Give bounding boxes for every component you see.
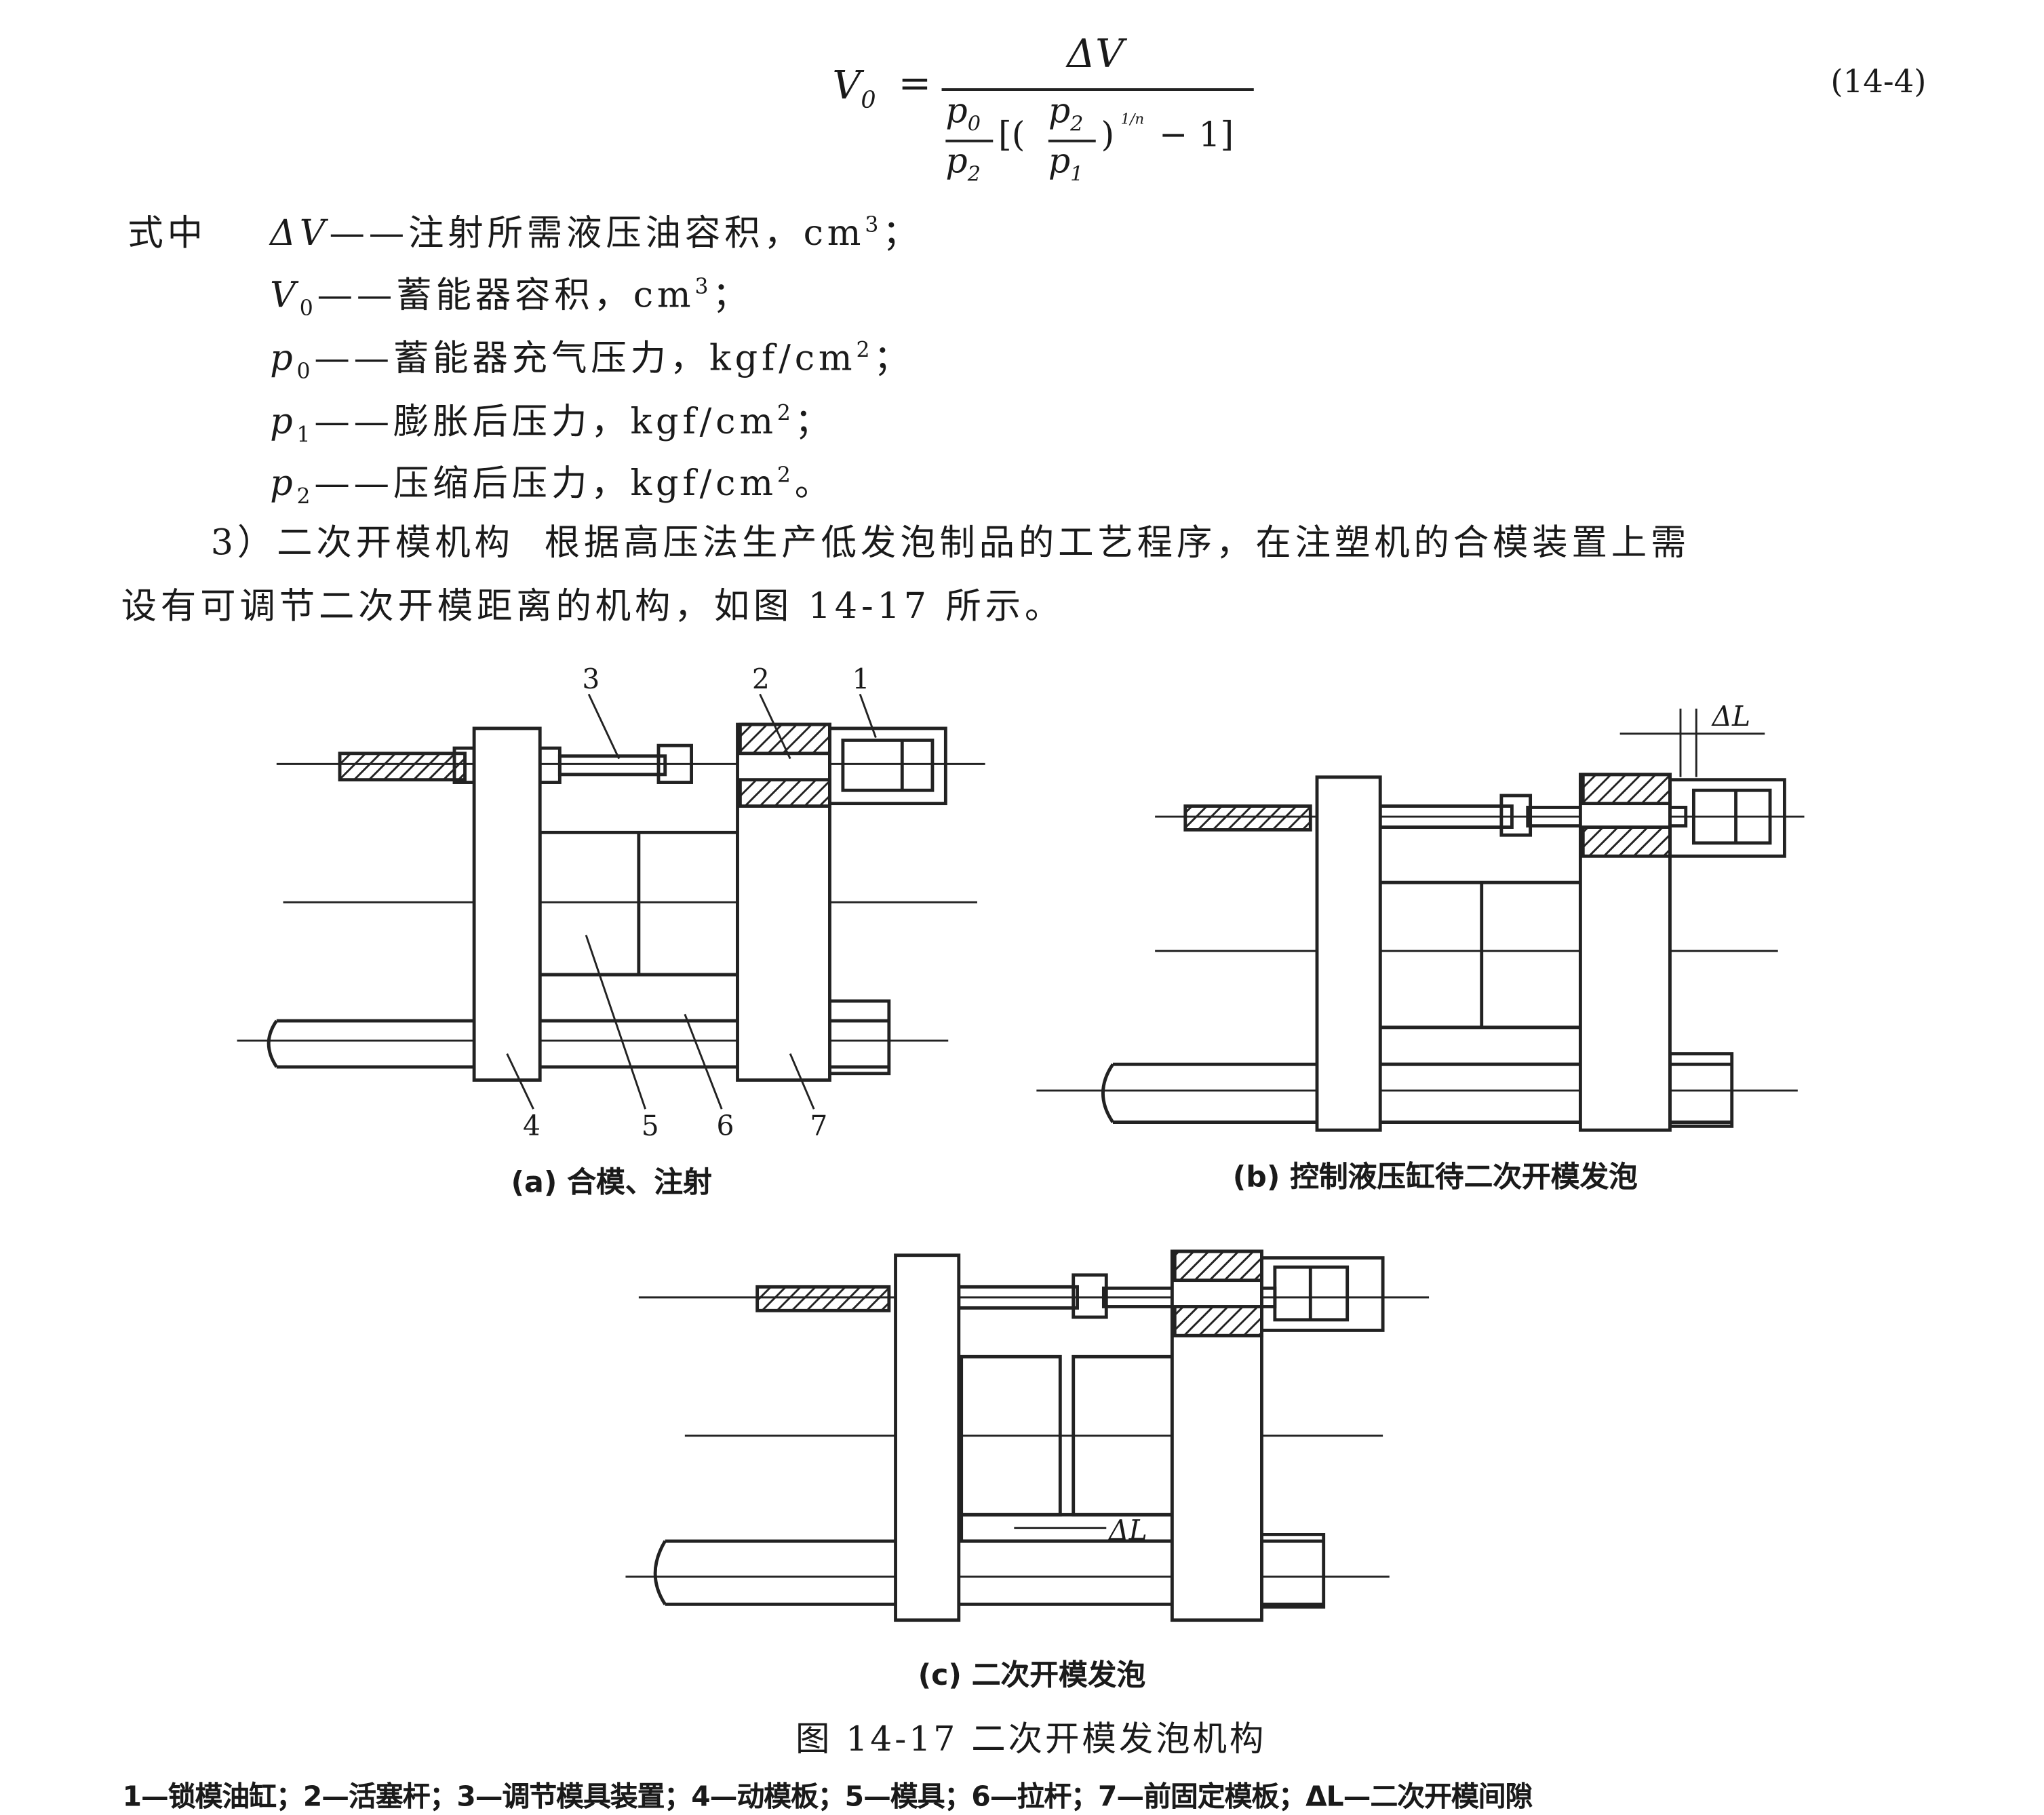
- caption-c: (c) 二次开模发泡: [918, 1659, 1146, 1693]
- caption-a: (a) 合模、注射: [511, 1167, 712, 1201]
- definition-item: p1——膨胀后压力，kgf/cm2；: [270, 400, 835, 448]
- fraction-bar: [941, 88, 1254, 91]
- label-6: 6: [716, 1110, 734, 1142]
- label-2: 2: [751, 663, 770, 696]
- tail: − 1]: [1158, 115, 1234, 156]
- den-p0: p0: [945, 92, 981, 136]
- close-paren: ): [1101, 115, 1115, 156]
- equation-number: (14-4): [1830, 63, 1927, 100]
- fixed-platen: [736, 722, 831, 1082]
- delta-l-c: ΔL: [1109, 1515, 1147, 1546]
- diagram-c: [625, 1249, 1430, 1622]
- label-7: 7: [810, 1110, 828, 1142]
- diagram-a: [237, 693, 985, 1110]
- label-4: 4: [522, 1110, 541, 1142]
- caption-b: (b) 控制液压缸待二次开模发泡: [1232, 1161, 1638, 1195]
- label-1: 1: [852, 663, 870, 696]
- equation-lhs: V0: [832, 63, 876, 115]
- paragraph-line-2: 设有可调节二次开模距离的机构，如图 14-17 所示。: [121, 586, 1065, 627]
- definition-item: V0——蓄能器容积，cm3；: [270, 273, 752, 321]
- small-fraction-bar: [945, 139, 994, 142]
- label-3: 3: [582, 663, 600, 696]
- inner-den: p1: [1048, 142, 1084, 187]
- inner-num: p2: [1048, 92, 1084, 136]
- definition-item: p0——蓄能器充气压力，kgf/cm2；: [270, 337, 913, 384]
- paragraph-line-1: 3）二次开模机构 根据高压法生产低发泡制品的工艺程序，在注塑机的合模装置上需: [211, 513, 1691, 565]
- definition-item: p2——压缩后压力，kgf/cm2。: [270, 462, 835, 509]
- figure-legend: 1—锁模油缸；2—活塞杆；3—调节模具装置；4—动模板；5—模具；6—拉杆；7—…: [122, 1780, 1533, 1813]
- paragraph-text: 根据高压法生产低发泡制品的工艺程序，在注塑机的合模装置上需: [544, 522, 1691, 564]
- definition-item: ΔV——注射所需液压油容积，cm3；: [270, 212, 922, 254]
- equals-sign: =: [898, 60, 932, 107]
- moving-platen: [472, 726, 542, 1082]
- section-heading: 3）二次开模机构: [210, 522, 514, 564]
- equation-numerator: ΔV: [1067, 31, 1124, 78]
- delta-l-b: ΔL: [1712, 701, 1751, 733]
- den-p2: p2: [945, 142, 981, 187]
- inner-fraction-bar: [1048, 139, 1096, 142]
- open-bracket: [(: [998, 115, 1025, 156]
- lock-cylinder: [828, 726, 947, 806]
- where-label: 式中: [127, 213, 207, 254]
- figure-title: 图 14-17 二次开模发泡机构: [795, 1720, 1267, 1760]
- diagram-b: [1036, 708, 1805, 1132]
- label-5: 5: [641, 1110, 659, 1142]
- exponent: 1/n: [1120, 111, 1145, 128]
